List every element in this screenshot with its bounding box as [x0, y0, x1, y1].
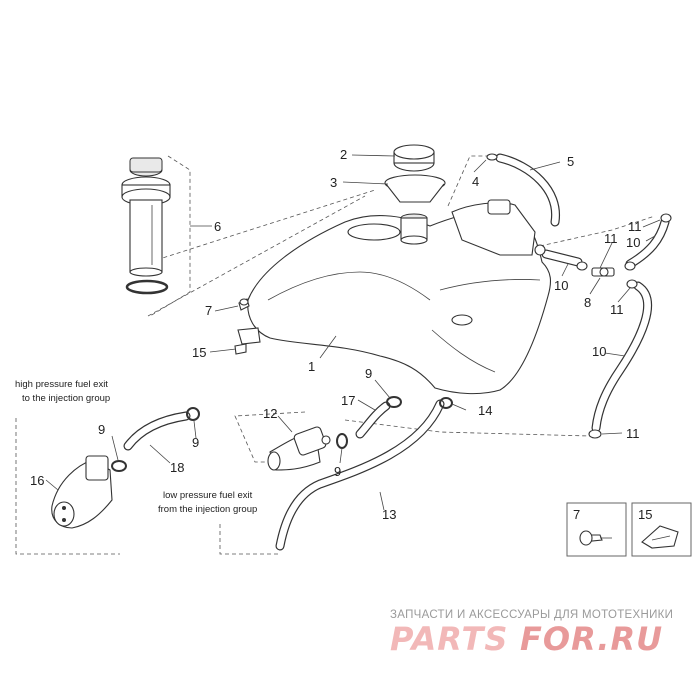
- inset-label-7: 7: [573, 507, 580, 522]
- connector-and-clamps: [486, 153, 672, 439]
- inset-label-15: 15: [638, 507, 652, 522]
- bolt-and-clip: [234, 298, 250, 355]
- callout-9-d: 9: [98, 422, 105, 437]
- filler-neck: [384, 174, 446, 245]
- callout-14: 14: [478, 403, 492, 418]
- callout-9-a: 9: [365, 366, 372, 381]
- callout-2: 2: [340, 147, 347, 162]
- fuel-pump: [51, 455, 113, 529]
- callout-11-a: 11: [604, 231, 618, 246]
- callout-10-c: 10: [592, 344, 606, 359]
- callout-16: 16: [30, 473, 44, 488]
- callout-8: 8: [584, 295, 591, 310]
- callout-10-b: 10: [626, 235, 640, 250]
- callout-17: 17: [341, 393, 355, 408]
- high-pressure-note-line1: high pressure fuel exit: [15, 379, 108, 390]
- callout-10-a: 10: [554, 278, 568, 293]
- callout-9-c: 9: [192, 435, 199, 450]
- callout-12: 12: [263, 406, 277, 421]
- callout-18: 18: [170, 460, 184, 475]
- fuel-tank: [237, 199, 552, 395]
- callout-9-b: 9: [334, 464, 341, 479]
- low-pressure-note-line2: from the injection group: [158, 504, 257, 515]
- part-labels: 2 3 4 5 6 7 15 1 11 10 8 11 11 10 10 11 …: [30, 147, 642, 522]
- watermark-subtitle: ЗАПЧАСТИ И АКСЕССУАРЫ ДЛЯ МОТОТЕХНИКИ: [390, 609, 673, 621]
- callout-5: 5: [567, 154, 574, 169]
- fuel-pump-unit: [121, 155, 191, 317]
- watermark-brand-part2: FOR.RU: [520, 620, 663, 658]
- callout-7: 7: [205, 303, 212, 318]
- callout-11-c: 11: [628, 219, 642, 234]
- leader-lines: [45, 154, 661, 511]
- callout-15: 15: [192, 345, 206, 360]
- low-pressure-note-line1: low pressure fuel exit: [163, 490, 253, 501]
- fuel-filter: [267, 426, 331, 471]
- watermark-brand-part1: PARTS: [390, 620, 508, 658]
- callout-3: 3: [330, 175, 337, 190]
- callout-11-d: 11: [626, 426, 640, 441]
- fuel-cap: [393, 144, 435, 172]
- high-pressure-note-line2: to the injection group: [22, 393, 110, 404]
- watermark: ЗАПЧАСТИ И АКСЕССУАРЫ ДЛЯ МОТОТЕХНИКИ PA…: [390, 609, 673, 658]
- inset-bolt: 7: [566, 502, 627, 557]
- callout-1: 1: [308, 359, 315, 374]
- callout-6: 6: [214, 219, 221, 234]
- callout-4: 4: [472, 174, 479, 189]
- dashed-guides: [15, 155, 656, 555]
- notes: high pressure fuel exit to the injection…: [15, 379, 257, 515]
- inset-clip: 15: [631, 502, 692, 557]
- hoses: [123, 153, 670, 551]
- callout-11-b: 11: [610, 302, 624, 317]
- callout-13: 13: [382, 507, 396, 522]
